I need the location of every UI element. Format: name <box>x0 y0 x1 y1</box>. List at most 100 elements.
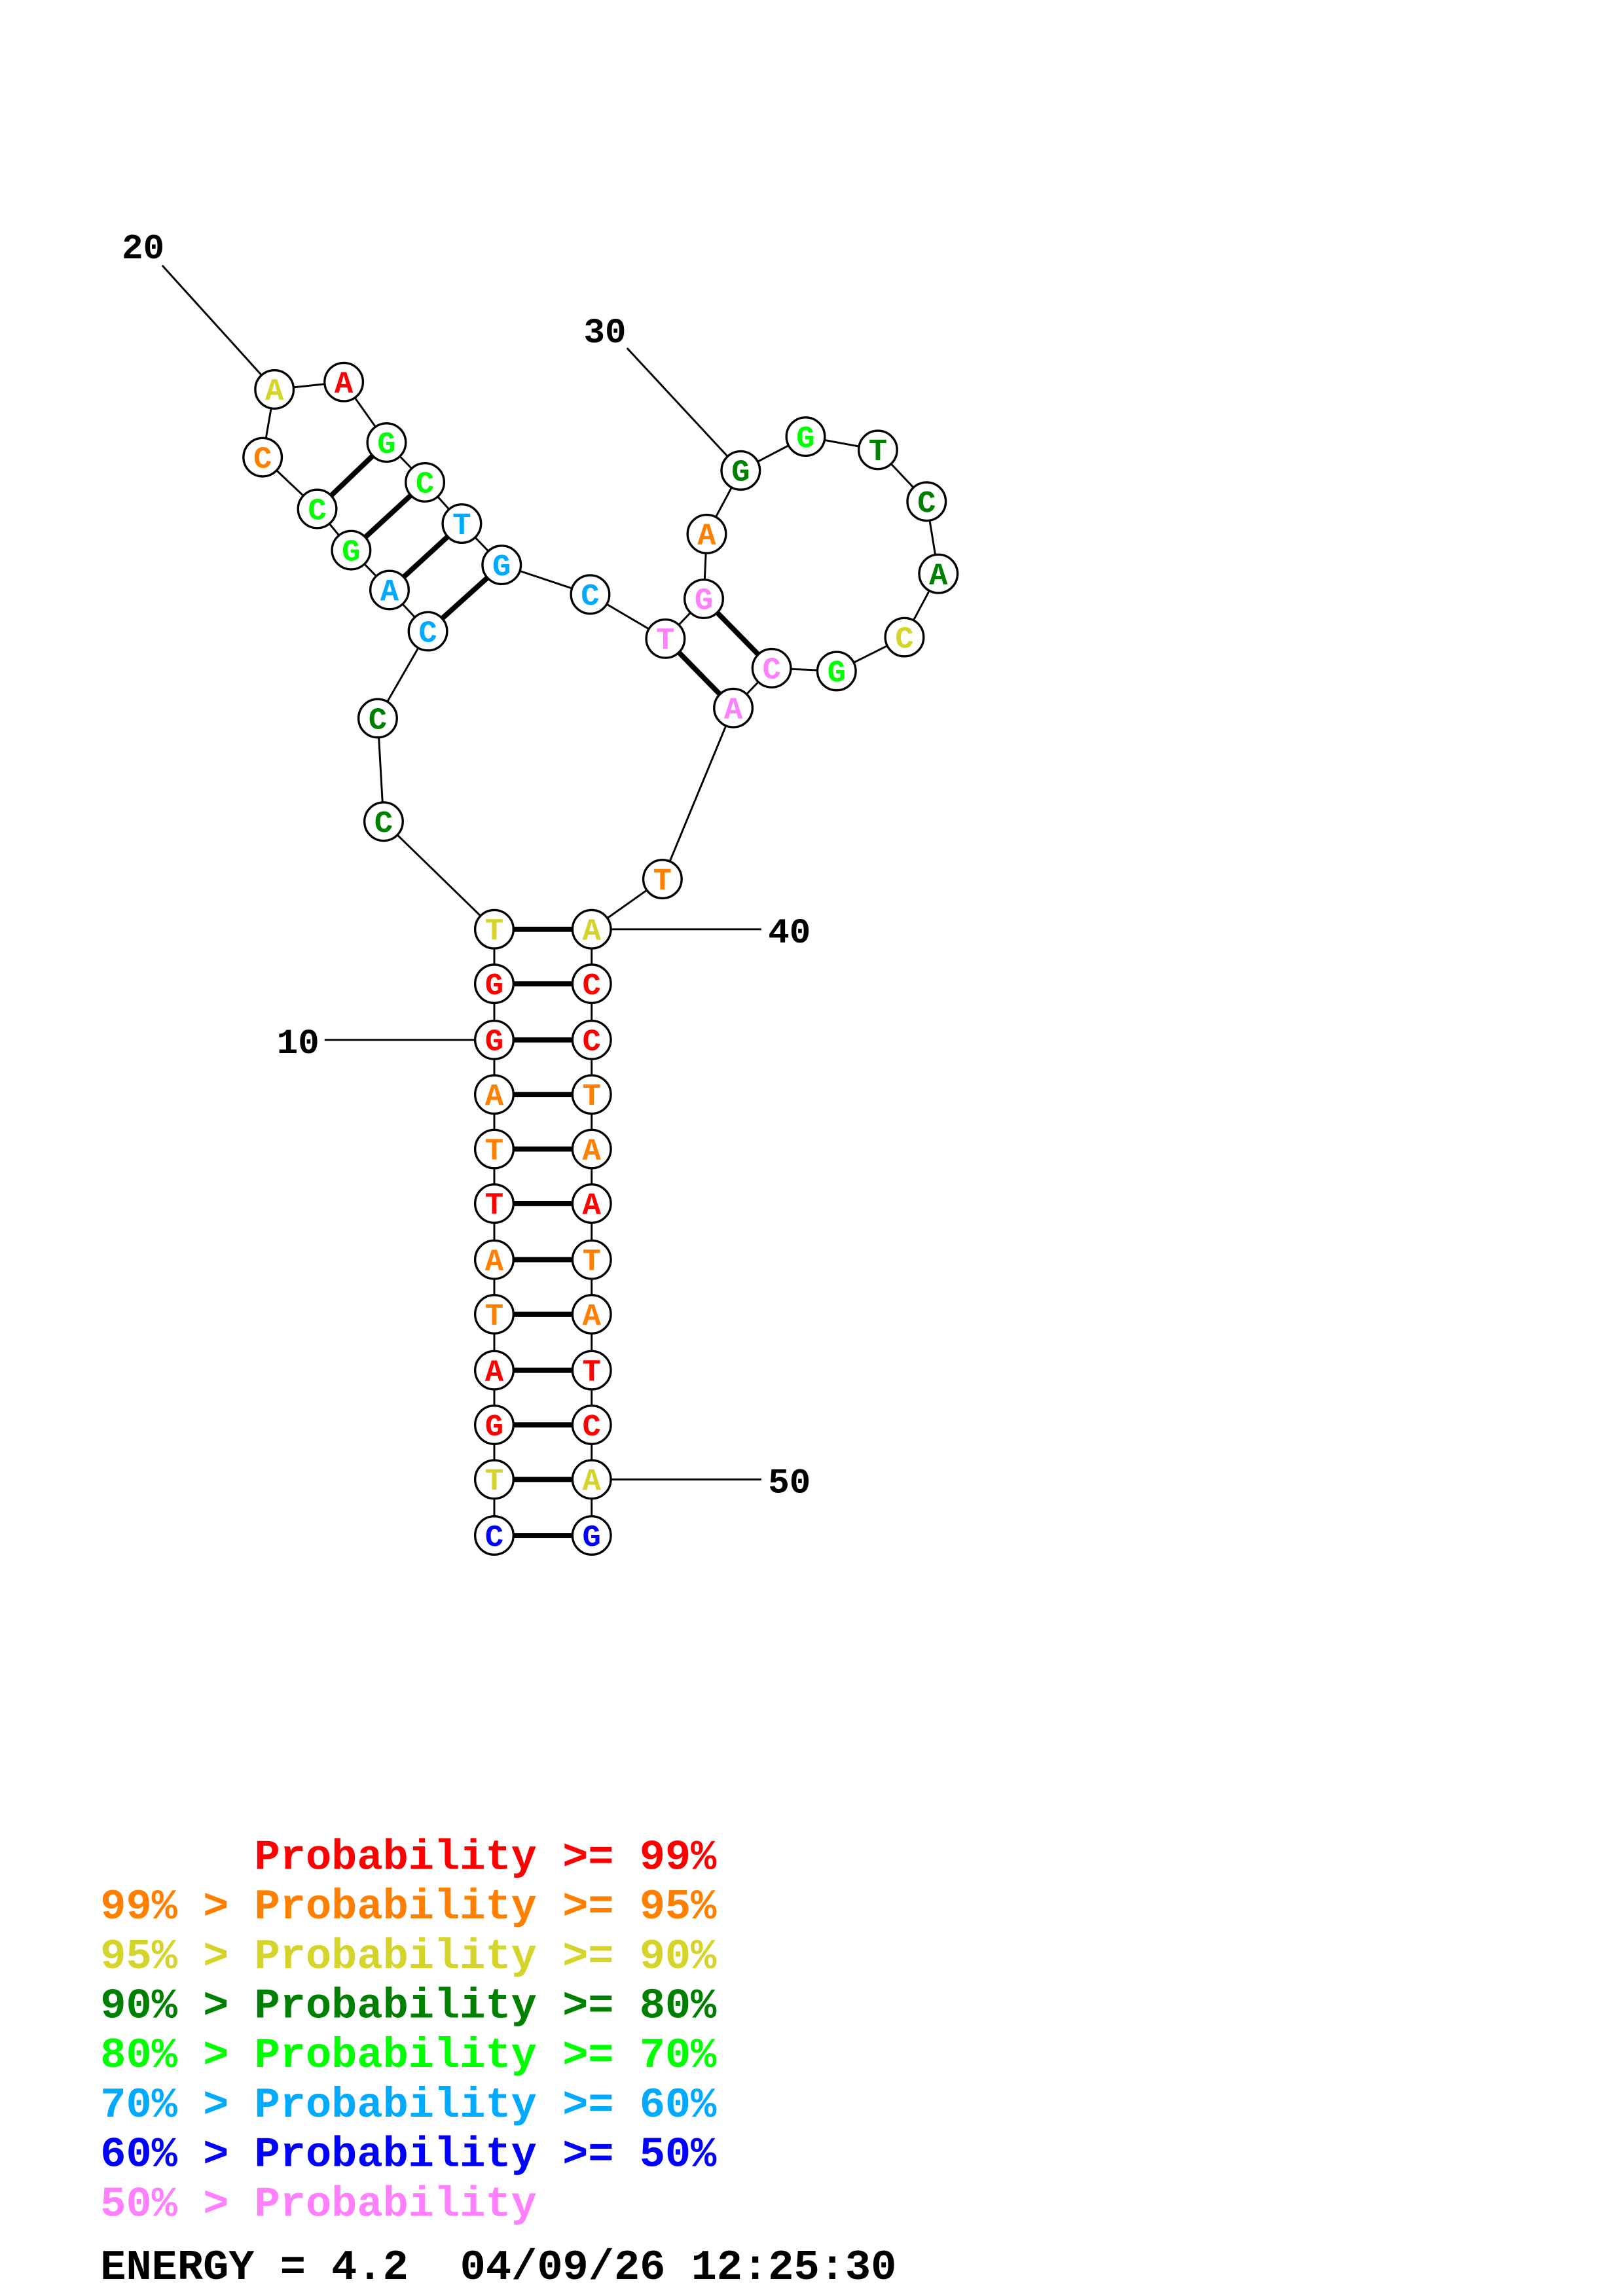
nucleotide-base: T <box>485 1189 503 1224</box>
nucleotide: A <box>323 361 365 403</box>
nucleotide: G <box>481 545 522 586</box>
nucleotide: T <box>645 618 686 659</box>
nucleotide-base: A <box>929 559 948 594</box>
nucleotide-base: A <box>265 375 284 410</box>
nucleotide-base: T <box>656 624 674 659</box>
nucleotide: A <box>369 569 410 611</box>
nucleotide: T <box>571 1074 612 1115</box>
position-label-leader <box>626 347 742 471</box>
nucleotide-circle <box>571 1293 612 1335</box>
nucleotide-circle <box>571 1128 612 1170</box>
nucleotide-circle <box>473 1074 515 1115</box>
nucleotide-base: G <box>796 422 814 457</box>
nucleotide-base: G <box>492 550 511 585</box>
nucleotide-circle <box>884 617 925 658</box>
nucleotide-base: C <box>583 1410 601 1445</box>
nucleotide-base: G <box>828 656 846 691</box>
nucleotide-base: C <box>895 622 913 657</box>
nucleotide: A <box>571 908 612 950</box>
legend-prefix: 80% > <box>100 2032 254 2080</box>
nucleotide-circle <box>571 1019 612 1060</box>
nucleotide: A <box>571 1128 612 1170</box>
nucleotide-base: T <box>583 1245 601 1280</box>
nucleotide-base: C <box>418 617 437 651</box>
legend-entry: Probability >= 99% <box>100 1833 717 1882</box>
legend-text: Probability >= 50% <box>255 2131 718 2179</box>
nucleotide-circle <box>720 450 761 491</box>
nucleotide-base: C <box>583 969 601 1004</box>
nucleotide: T <box>473 1293 515 1335</box>
nucleotide-circle <box>254 368 295 410</box>
nucleotide: G <box>720 450 761 491</box>
probability-legend: Probability >= 99%99% > Probability >= 9… <box>100 1833 717 2229</box>
legend-text: Probability >= 95% <box>255 1883 718 1931</box>
nucleotide: G <box>816 651 857 692</box>
nucleotide-circle <box>571 1350 612 1391</box>
position-label: 20 <box>122 229 164 269</box>
nucleotide-circle <box>369 569 410 611</box>
nucleotide: C <box>571 1019 612 1060</box>
nucleotide-base: A <box>380 575 399 610</box>
nucleotide-base: C <box>583 1026 601 1060</box>
legend-prefix: 50% > <box>100 2180 254 2229</box>
nucleotide-base: C <box>581 580 599 615</box>
backbone-link <box>661 708 735 880</box>
position-label: 10 <box>277 1024 319 1064</box>
nucleotide-base: T <box>653 865 672 899</box>
nucleotide-circle <box>473 1515 515 1556</box>
nucleotide-base: C <box>917 487 936 522</box>
legend-entry: 70% > Probability >= 60% <box>100 2081 717 2130</box>
nucleotide: G <box>366 422 407 463</box>
nucleotide: T <box>441 503 483 545</box>
nucleotide-circle <box>323 361 365 403</box>
nucleotide: G <box>473 963 515 1005</box>
nucleotide-circle <box>297 488 338 529</box>
nucleotide-circle <box>918 553 959 594</box>
backbone-link <box>382 821 495 930</box>
nucleotide: G <box>785 416 826 457</box>
nucleotide: T <box>473 1459 515 1500</box>
nucleotide: G <box>473 1405 515 1445</box>
nucleotide: C <box>407 611 448 652</box>
nucleotide-circle <box>331 529 372 571</box>
nucleotide: C <box>242 437 283 478</box>
nucleotide-circle <box>645 618 686 659</box>
nucleotide-base: G <box>485 969 503 1004</box>
legend-entry: 80% > Probability >= 70% <box>100 2032 717 2080</box>
energy-value: ENERGY = 4.2 <box>100 2244 409 2292</box>
nucleotide-base: A <box>583 1134 602 1169</box>
nucleotide-circle <box>570 574 611 615</box>
nucleotide-circle <box>571 963 612 1005</box>
nucleotide-circle <box>473 1350 515 1391</box>
nucleotide: G <box>683 578 724 619</box>
nucleotide-circle <box>785 416 826 457</box>
legend-text: Probability >= 80% <box>255 1982 718 2031</box>
legend-prefix: 70% > <box>100 2081 254 2130</box>
nucleotide-circle <box>642 859 683 900</box>
nucleotide-circle <box>363 801 404 842</box>
nucleotide: C <box>405 461 446 503</box>
nucleotide-circle <box>571 1405 612 1445</box>
nucleotide-base: A <box>697 520 716 554</box>
position-label: 40 <box>768 914 811 954</box>
nucleotide-base: G <box>377 428 395 463</box>
legend-prefix: 99% > <box>100 1883 254 1931</box>
nucleotide-circle <box>366 422 407 463</box>
nucleotide-circle <box>857 429 898 471</box>
nucleotide: G <box>571 1515 612 1556</box>
nucleotide-circle <box>481 545 522 586</box>
nucleotide-circle <box>571 1459 612 1500</box>
nucleotide: C <box>363 801 404 842</box>
position-label: 30 <box>584 314 627 353</box>
nucleotide: A <box>473 1239 515 1280</box>
nucleotide: T <box>642 859 683 900</box>
nucleotide-circle <box>751 647 792 689</box>
nucleotide: C <box>571 963 612 1005</box>
nucleotide-base: T <box>485 1300 503 1335</box>
nucleotide-base: T <box>485 915 503 950</box>
nucleotide-circle <box>473 1293 515 1335</box>
nucleotide: C <box>357 698 398 739</box>
nucleotide-base: G <box>583 1521 601 1556</box>
